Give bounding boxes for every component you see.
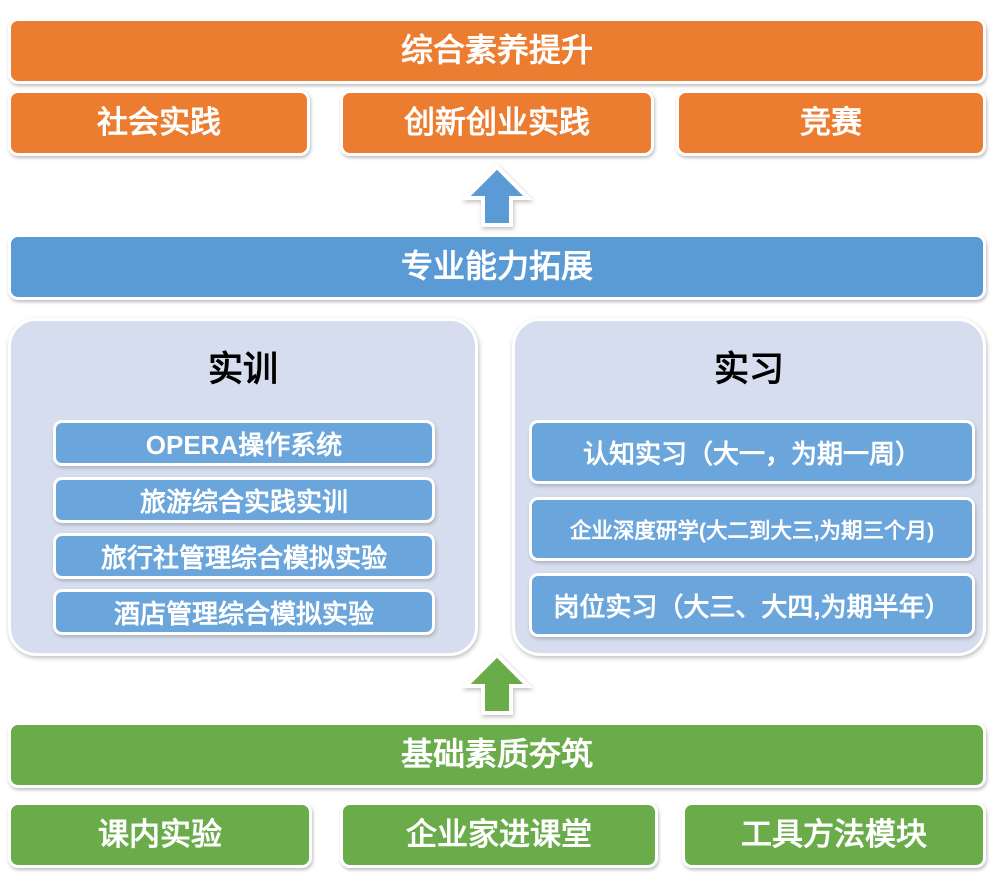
- internship-item-post: 岗位实习（大三、大四,为期半年）: [529, 573, 975, 637]
- training-item-travel-agency-sim-label: 旅行社管理综合模拟实验: [100, 542, 387, 573]
- box-competition-label: 竞赛: [800, 104, 862, 140]
- internship-item-post-label: 岗位实习（大三、大四,为期半年）: [553, 591, 951, 622]
- internship-item-cognitive-label: 认知实习（大一，为期一周）: [582, 438, 921, 469]
- bottom-banner-basic-quality: 基础素质夯筑: [8, 722, 986, 788]
- training-item-opera: OPERA操作系统: [53, 420, 435, 466]
- box-social-practice: 社会实践: [8, 90, 310, 156]
- box-in-class-experiment-label: 课内实验: [98, 816, 222, 852]
- box-social-practice-label: 社会实践: [97, 104, 221, 140]
- box-competition: 竞赛: [676, 90, 986, 156]
- box-innovation-entrepreneurship-label: 创新创业实践: [404, 104, 590, 140]
- training-item-hotel-sim: 酒店管理综合模拟实验: [53, 589, 435, 635]
- box-tools-methods-module: 工具方法模块: [682, 802, 986, 868]
- panel-internship: 实习 认知实习（大一，为期一周） 企业深度研学(大二到大三,为期三个月) 岗位实…: [512, 318, 986, 656]
- mid-banner-professional-ability: 专业能力拓展: [8, 234, 986, 300]
- top-banner-comprehensive-quality: 综合素养提升: [8, 18, 986, 84]
- mid-banner-label: 专业能力拓展: [400, 248, 593, 285]
- box-in-class-experiment: 课内实验: [8, 802, 312, 868]
- training-item-opera-label: OPERA操作系统: [145, 429, 343, 460]
- box-entrepreneur-classroom: 企业家进课堂: [340, 802, 658, 868]
- up-arrow-icon: [461, 652, 533, 715]
- top-banner-label: 综合素养提升: [400, 32, 593, 69]
- panel-internship-title: 实习: [713, 350, 784, 389]
- panel-practical-training: 实训 OPERA操作系统 旅游综合实践实训 旅行社管理综合模拟实验 酒店管理综合…: [8, 318, 478, 656]
- panel-practical-training-title: 实训: [207, 350, 278, 389]
- internship-item-enterprise-study-label: 企业深度研学(大二到大三,为期三个月): [569, 518, 935, 543]
- training-item-tourism-practice-label: 旅游综合实践实训: [139, 486, 348, 517]
- bottom-banner-label: 基础素质夯筑: [400, 736, 593, 773]
- training-item-hotel-sim-label: 酒店管理综合模拟实验: [113, 598, 374, 629]
- internship-item-cognitive: 认知实习（大一，为期一周）: [529, 420, 975, 484]
- training-item-tourism-practice: 旅游综合实践实训: [53, 477, 435, 523]
- box-tools-methods-module-label: 工具方法模块: [741, 816, 927, 852]
- box-entrepreneur-classroom-label: 企业家进课堂: [406, 816, 592, 852]
- internship-item-enterprise-study: 企业深度研学(大二到大三,为期三个月): [529, 497, 975, 561]
- box-innovation-entrepreneurship: 创新创业实践: [340, 90, 654, 156]
- up-arrow-icon: [461, 164, 533, 227]
- training-item-travel-agency-sim: 旅行社管理综合模拟实验: [53, 533, 435, 579]
